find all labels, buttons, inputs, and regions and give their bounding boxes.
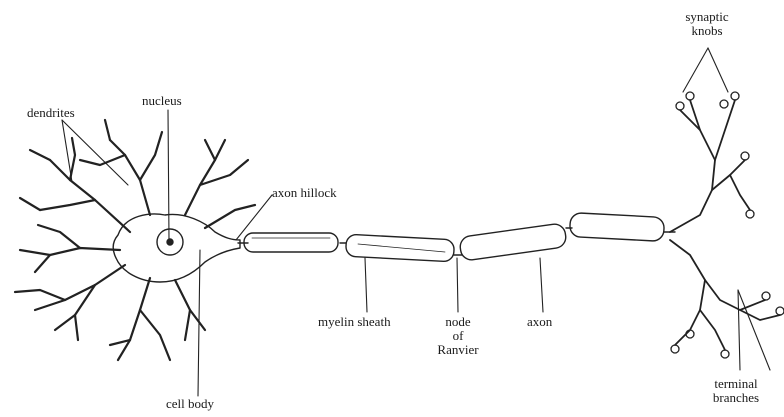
label-synaptic-line2: knobs (672, 24, 742, 38)
label-node-of-ranvier: node of Ranvier (430, 315, 486, 357)
label-synaptic-line1: synaptic (672, 10, 742, 24)
label-terminal-line2: branches (696, 391, 776, 405)
nucleus-dot (167, 239, 173, 245)
label-node-line2: of (430, 329, 486, 343)
label-terminal-line1: terminal (696, 377, 776, 391)
label-synaptic-knobs: synaptic knobs (672, 10, 742, 38)
label-axon: axon (527, 315, 552, 329)
label-nucleus: nucleus (142, 94, 182, 108)
terminal-region (670, 100, 780, 350)
label-cell-body: cell body (166, 397, 214, 411)
axon-segments (238, 213, 675, 262)
cell-body-shape (113, 214, 240, 282)
label-dendrites: dendrites (27, 106, 75, 120)
label-node-line1: node (430, 315, 486, 329)
dendrites-group (15, 120, 255, 360)
label-terminal-branches: terminal branches (696, 377, 776, 405)
label-myelin-sheath: myelin sheath (318, 315, 391, 329)
label-node-line3: Ranvier (430, 343, 486, 357)
label-axon-hillock: axon hillock (272, 186, 337, 200)
